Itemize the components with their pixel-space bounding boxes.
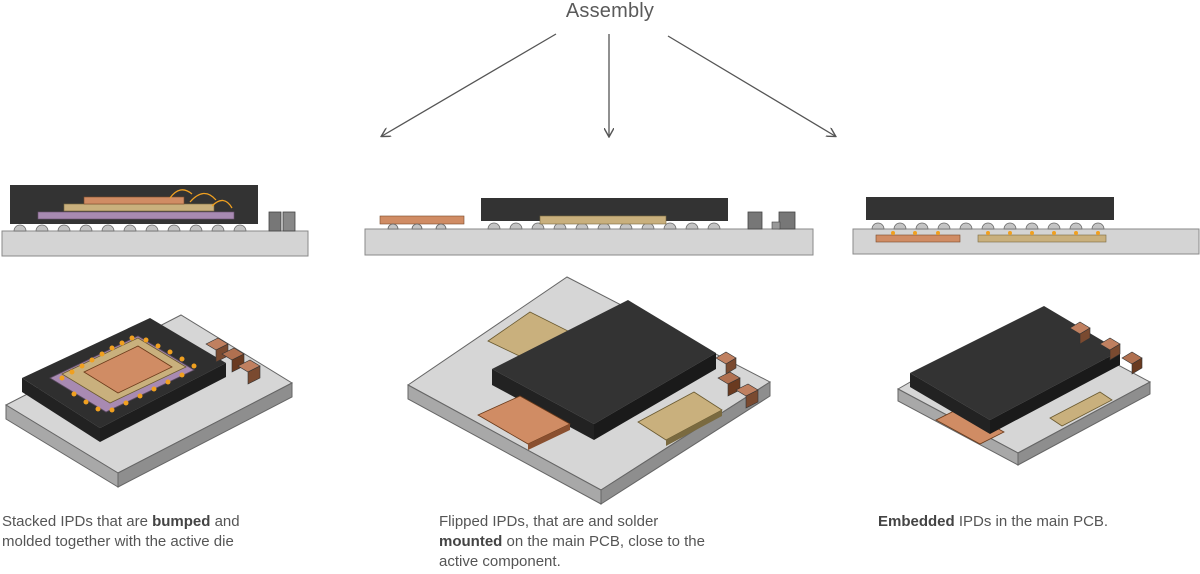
embedded-ipd-copper bbox=[875, 234, 961, 243]
passive-components bbox=[205, 337, 261, 385]
caption-text: molded together with the active die bbox=[2, 533, 234, 550]
caption-text: active component. bbox=[439, 553, 561, 570]
arrow-right bbox=[667, 35, 835, 136]
caption-text: IPDs in the main PCB. bbox=[954, 513, 1109, 530]
passive-component bbox=[282, 211, 296, 232]
active-die bbox=[481, 198, 728, 221]
passive-components bbox=[1069, 321, 1143, 375]
passive-component bbox=[747, 211, 763, 230]
caption-flipped: Flipped IPDs, that are and solder mounte… bbox=[439, 512, 759, 572]
flipped-ipd-gold bbox=[539, 215, 667, 225]
caption-bold: mounted bbox=[439, 533, 503, 550]
solder-bumps bbox=[13, 224, 247, 232]
flipped-ipd-copper bbox=[379, 215, 465, 225]
isometric-embedded bbox=[896, 306, 1152, 466]
isometric-stacked bbox=[4, 314, 294, 488]
passive-component bbox=[771, 221, 781, 230]
embedded-ipd-copper bbox=[935, 407, 1005, 445]
ipd-layer-copper bbox=[83, 196, 185, 205]
caption-stacked: Stacked IPDs that are bumped and molded … bbox=[2, 512, 302, 552]
caption-embedded: Embedded IPDs in the main PCB. bbox=[878, 512, 1178, 532]
cross-section-flipped bbox=[364, 198, 814, 256]
caption-text: on the main PCB, close to the bbox=[502, 533, 705, 550]
cross-section-stacked bbox=[1, 185, 309, 257]
active-die bbox=[866, 197, 1114, 220]
diagram-title: Assembly bbox=[565, 0, 655, 22]
embedded-ipd-gold bbox=[977, 234, 1107, 243]
solder-bumps bbox=[871, 222, 1105, 230]
caption-text: Stacked IPDs that are bbox=[2, 513, 153, 530]
caption-text: Flipped IPDs, that are and solder bbox=[439, 513, 659, 530]
assembly-arrows bbox=[382, 33, 835, 136]
embedded-ipd-gold bbox=[1049, 391, 1113, 427]
caption-bold: bumped bbox=[152, 513, 211, 530]
solder-bumps bbox=[387, 222, 721, 230]
active-die-top bbox=[910, 306, 1120, 420]
bond-wires bbox=[169, 189, 233, 209]
arrow-left bbox=[382, 33, 557, 136]
passive-component bbox=[268, 211, 282, 232]
passive-component bbox=[778, 211, 796, 230]
ipd-layer-gold bbox=[63, 203, 215, 212]
bond-wire-dots bbox=[59, 335, 197, 413]
active-die-top bbox=[492, 300, 716, 424]
ipd-layer-purple bbox=[37, 211, 235, 220]
ipd-layer-copper bbox=[83, 345, 173, 394]
passive-components bbox=[715, 351, 759, 409]
caption-text: and bbox=[210, 513, 240, 530]
pcb-substrate bbox=[1, 230, 309, 257]
caption-bold: Embedded bbox=[878, 513, 955, 530]
cross-section-embedded bbox=[852, 197, 1200, 255]
isometric-flipped bbox=[407, 276, 772, 505]
pcb-substrate bbox=[364, 228, 814, 256]
via-connections bbox=[891, 231, 1100, 235]
